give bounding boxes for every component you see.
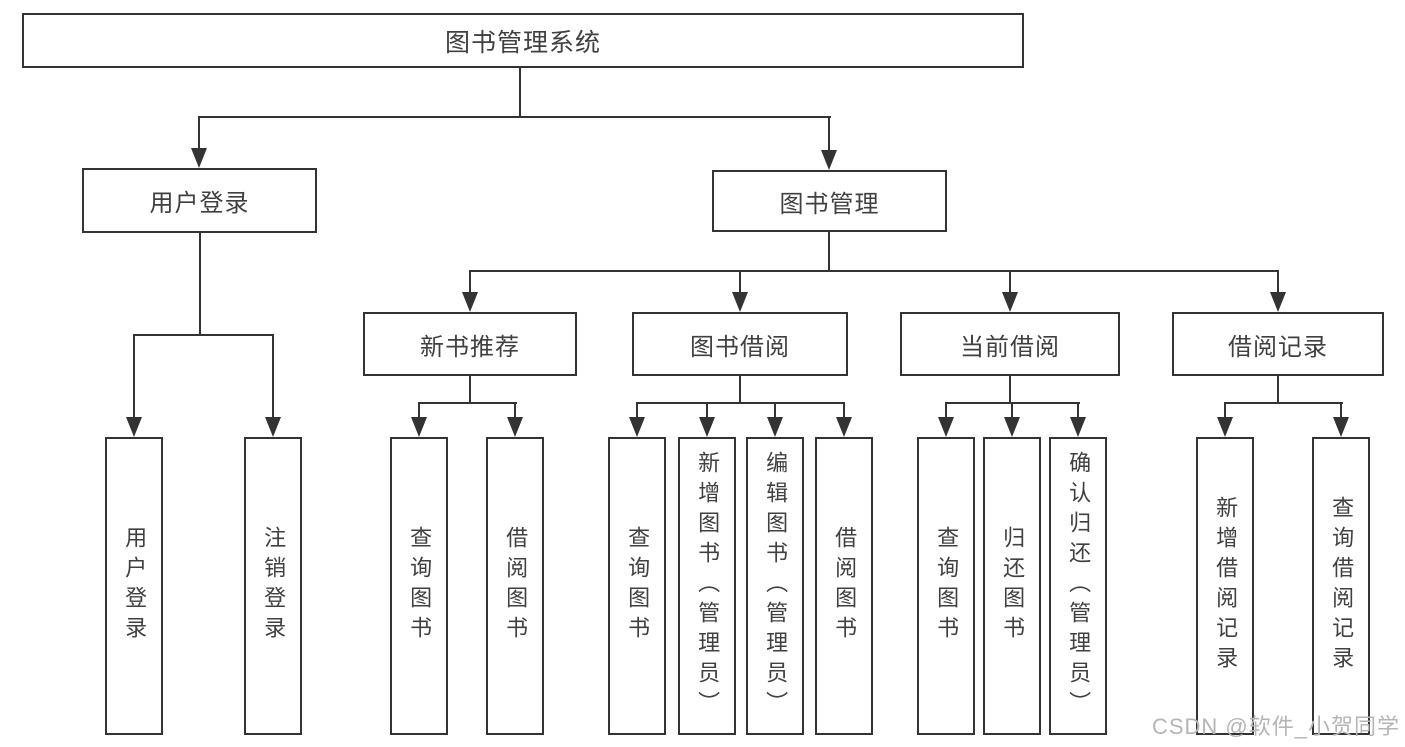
connector-line xyxy=(469,270,1279,272)
arrow-down-icon xyxy=(462,270,478,312)
node-label: 查询借阅记录 xyxy=(1329,496,1355,676)
arrow-down-icon xyxy=(767,402,783,437)
node-label: 查询图书 xyxy=(625,526,651,646)
arrow-down-icon xyxy=(265,334,281,437)
node-label: 新书推荐 xyxy=(420,333,520,361)
arrow-down-icon xyxy=(732,270,748,312)
node-label: 注销登录 xyxy=(261,526,287,646)
arrow-down-icon xyxy=(411,402,427,437)
node-book-borrowing: 图书借阅 xyxy=(632,312,848,376)
connector-line xyxy=(1009,374,1011,404)
leaf-edit-book-admin: 编辑图书（管理员） xyxy=(746,437,804,735)
connector-line xyxy=(828,230,830,272)
connector-line xyxy=(1224,402,1343,404)
node-label: 图书借阅 xyxy=(690,333,790,361)
leaf-return-book: 归还图书 xyxy=(983,437,1041,735)
leaf-query-books-current: 查询图书 xyxy=(917,437,975,735)
leaf-query-books-recommend: 查询图书 xyxy=(390,437,448,735)
arrow-down-icon xyxy=(1004,402,1020,437)
connector-line xyxy=(133,334,274,336)
arrow-down-icon xyxy=(629,402,645,437)
arrow-down-icon xyxy=(1270,270,1286,312)
connector-line xyxy=(739,374,741,404)
arrow-down-icon xyxy=(836,402,852,437)
connector-line xyxy=(469,374,471,404)
node-label: 当前借阅 xyxy=(960,333,1060,361)
leaf-add-book-admin: 新增图书（管理员） xyxy=(678,437,736,735)
arrow-down-icon xyxy=(821,116,837,170)
arrow-down-icon xyxy=(507,402,523,437)
arrow-down-icon xyxy=(1333,402,1349,437)
node-label: 借阅记录 xyxy=(1228,333,1328,361)
node-label: 确认归还（管理员） xyxy=(1066,451,1092,721)
leaf-query-borrow-record: 查询借阅记录 xyxy=(1312,437,1370,735)
arrow-down-icon xyxy=(699,402,715,437)
node-book-management: 图书管理 xyxy=(712,170,947,232)
node-user-login: 用户登录 xyxy=(82,168,317,233)
node-label: 用户登录 xyxy=(122,526,148,646)
arrow-down-icon xyxy=(1217,402,1233,437)
connector-line xyxy=(1277,374,1279,404)
node-new-book-recommend: 新书推荐 xyxy=(363,312,577,376)
connector-line xyxy=(519,68,521,117)
leaf-borrow-books: 借阅图书 xyxy=(815,437,873,735)
csdn-watermark: CSDN @软件_小贺同学 xyxy=(1151,714,1400,739)
arrow-down-icon xyxy=(126,334,142,437)
leaf-logout: 注销登录 xyxy=(244,437,302,735)
leaf-query-books-borrowing: 查询图书 xyxy=(608,437,666,735)
node-borrow-records: 借阅记录 xyxy=(1172,312,1384,376)
node-label: 图书管理系统 xyxy=(444,28,601,57)
node-root-system: 图书管理系统 xyxy=(22,13,1024,68)
leaf-add-borrow-record: 新增借阅记录 xyxy=(1196,437,1254,735)
connector-line xyxy=(199,231,201,335)
connector-line xyxy=(636,402,845,404)
node-label: 新增图书（管理员） xyxy=(695,451,721,721)
arrow-down-icon xyxy=(938,402,954,437)
node-label: 图书管理 xyxy=(779,190,880,218)
node-label: 查询图书 xyxy=(407,526,433,646)
node-label: 借阅图书 xyxy=(503,526,529,646)
arrow-down-icon xyxy=(1002,270,1018,312)
node-label: 借阅图书 xyxy=(832,526,858,646)
leaf-borrow-books-recommend: 借阅图书 xyxy=(486,437,544,735)
node-label: 查询图书 xyxy=(934,526,960,646)
leaf-confirm-return-admin: 确认归还（管理员） xyxy=(1049,437,1107,735)
node-label: 归还图书 xyxy=(1000,526,1026,646)
connector-line xyxy=(198,116,831,118)
node-label: 编辑图书（管理员） xyxy=(763,451,789,721)
node-label: 新增借阅记录 xyxy=(1213,496,1239,676)
arrow-down-icon xyxy=(1070,402,1086,437)
connector-line xyxy=(418,402,517,404)
arrow-down-icon xyxy=(191,116,207,168)
leaf-user-login: 用户登录 xyxy=(105,437,163,735)
node-current-borrowing: 当前借阅 xyxy=(900,312,1120,376)
node-label: 用户登录 xyxy=(149,190,250,217)
